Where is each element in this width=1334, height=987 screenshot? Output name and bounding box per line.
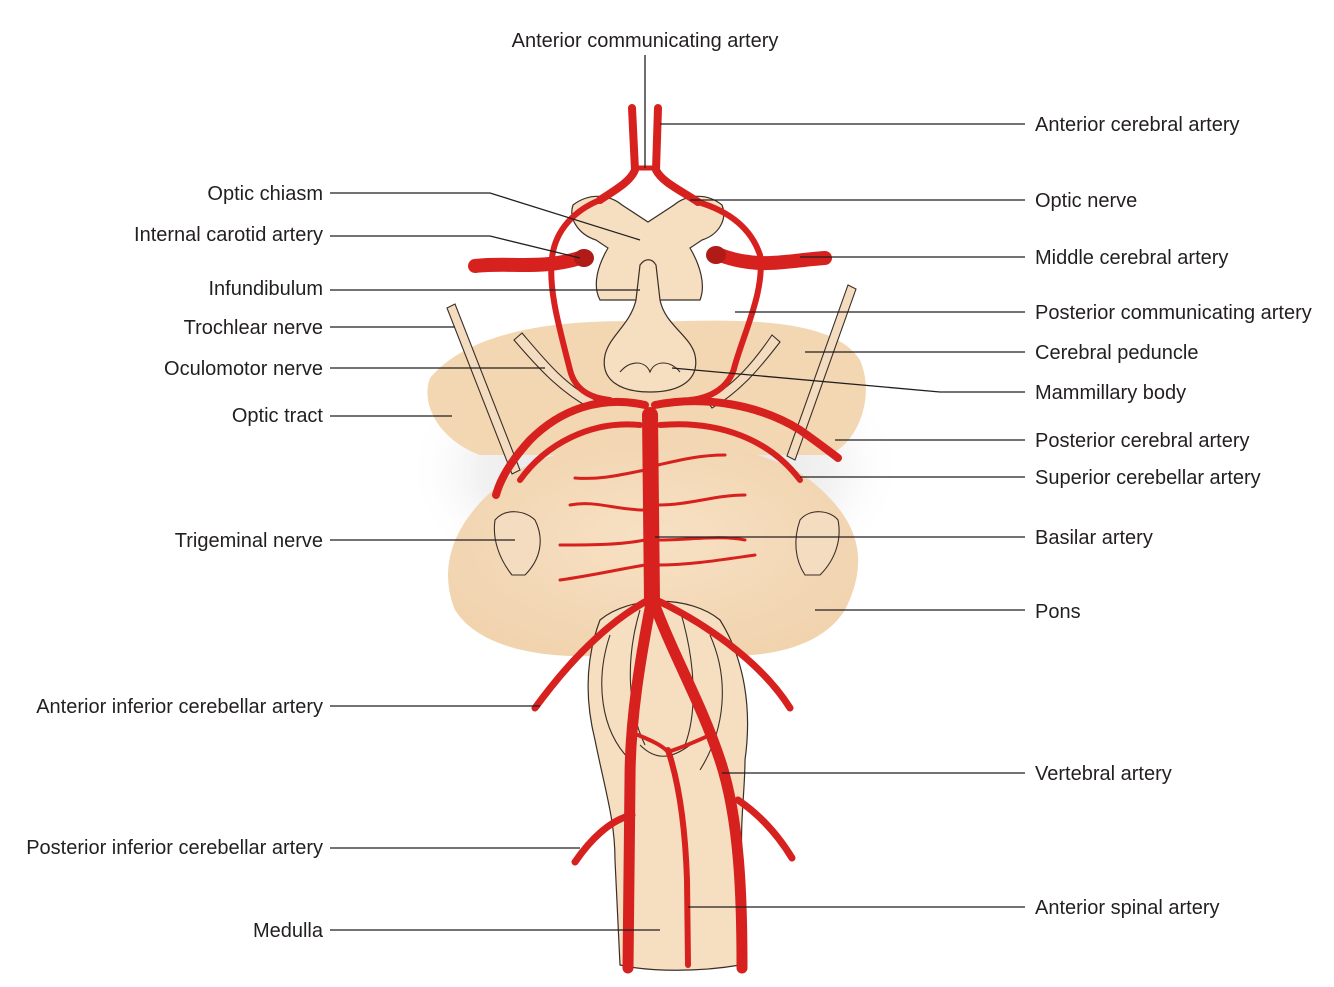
leader-lines <box>330 55 1025 931</box>
internal-carotid-left-end <box>574 249 594 267</box>
anterior-spinal-artery-right-root <box>666 733 712 754</box>
anterior-spinal-artery-left-root <box>636 733 670 754</box>
anterior-inferior-cerebellar-artery-right <box>648 594 794 712</box>
label-anterior-inferior-cerebellar-artery: Anterior inferior cerebellar artery <box>36 696 323 718</box>
label-posterior-inferior-cerebellar-artery: Posterior inferior cerebellar artery <box>26 837 323 859</box>
label-superior-cerebellar-artery: Superior cerebellar artery <box>1035 467 1261 489</box>
arteries <box>468 104 842 974</box>
vertebral-artery-left <box>622 592 658 974</box>
trigeminal-nerve-left <box>493 511 541 576</box>
pontine-branch <box>558 538 647 547</box>
label-anterior-spinal-artery: Anterior spinal artery <box>1035 897 1220 919</box>
vertebral-artery-right <box>646 592 748 974</box>
pontine-branch <box>573 468 647 480</box>
middle-cerebral-artery-right <box>713 248 832 271</box>
basilar-artery-shape <box>642 407 660 608</box>
posterior-cerebral-artery-left <box>492 398 649 499</box>
leader-mammillary-body <box>671 367 1025 393</box>
label-optic-chiasm: Optic chiasm <box>207 183 323 205</box>
optic-chiasm-shape <box>571 195 725 301</box>
medulla-olive-left <box>601 634 631 761</box>
infundibulum-shape <box>603 259 697 393</box>
label-trigeminal-nerve: Trigeminal nerve <box>175 530 323 552</box>
labels: Anterior communicating artery Anterior c… <box>26 30 1312 942</box>
pontine-branch <box>656 493 747 507</box>
label-oculomotor-nerve: Oculomotor nerve <box>164 358 323 380</box>
medulla-olive-right <box>699 634 723 771</box>
leader-optic-chiasm <box>330 192 641 241</box>
medulla-decussation <box>639 744 691 757</box>
superior-cerebellar-artery-right <box>657 421 803 483</box>
anterior-spinal-artery-shape <box>665 747 691 968</box>
label-mammillary-body: Mammillary body <box>1035 382 1186 404</box>
label-basilar-artery: Basilar artery <box>1035 527 1153 549</box>
willis-left <box>548 197 613 403</box>
pontine-branches <box>558 453 757 582</box>
trochlear-nerve-left <box>446 303 521 475</box>
label-pons: Pons <box>1035 601 1081 623</box>
trochlear-nerve-right <box>786 284 857 461</box>
label-anterior-communicating-artery: Anterior communicating artery <box>512 30 779 52</box>
pontine-branch <box>656 553 757 567</box>
label-internal-carotid-artery: Internal carotid artery <box>134 224 323 246</box>
anterior-inferior-cerebellar-artery-left <box>531 594 656 712</box>
posterior-cerebral-artery-right <box>651 397 842 462</box>
willis-right <box>687 199 764 403</box>
label-vertebral-artery: Vertebral artery <box>1035 763 1172 785</box>
mammillary-bodies <box>619 362 681 374</box>
posterior-inferior-cerebellar-artery-right <box>734 796 796 862</box>
label-posterior-cerebral-artery: Posterior cerebral artery <box>1035 430 1250 452</box>
label-anterior-cerebral-artery: Anterior cerebral artery <box>1035 114 1240 136</box>
oculomotor-nerve-right <box>705 334 781 409</box>
anterior-cerebral-artery-right <box>652 104 702 206</box>
trigeminal-nerve-right <box>795 511 840 576</box>
label-cerebral-peduncle: Cerebral peduncle <box>1035 342 1198 364</box>
posterior-inferior-cerebellar-artery-left <box>571 811 636 866</box>
pontine-branch <box>558 563 647 582</box>
label-optic-nerve: Optic nerve <box>1035 190 1137 212</box>
pontine-branch <box>656 453 727 467</box>
label-medulla: Medulla <box>253 920 324 942</box>
medulla-pyramid-left <box>629 609 646 746</box>
leader-internal-carotid-artery <box>330 235 581 259</box>
label-middle-cerebral-artery: Middle cerebral artery <box>1035 247 1228 269</box>
pontine-branch <box>656 536 747 542</box>
superior-cerebellar-artery-left <box>517 421 643 483</box>
label-optic-tract: Optic tract <box>232 405 324 427</box>
label-infundibulum: Infundibulum <box>208 278 323 300</box>
anterior-cerebral-artery-left <box>596 104 639 204</box>
label-trochlear-nerve: Trochlear nerve <box>184 317 323 339</box>
pontine-branch <box>568 502 647 512</box>
middle-cerebral-artery-left <box>468 251 587 273</box>
label-posterior-communicating-artery: Posterior communicating artery <box>1035 302 1312 324</box>
internal-carotid-right-end <box>706 246 726 264</box>
